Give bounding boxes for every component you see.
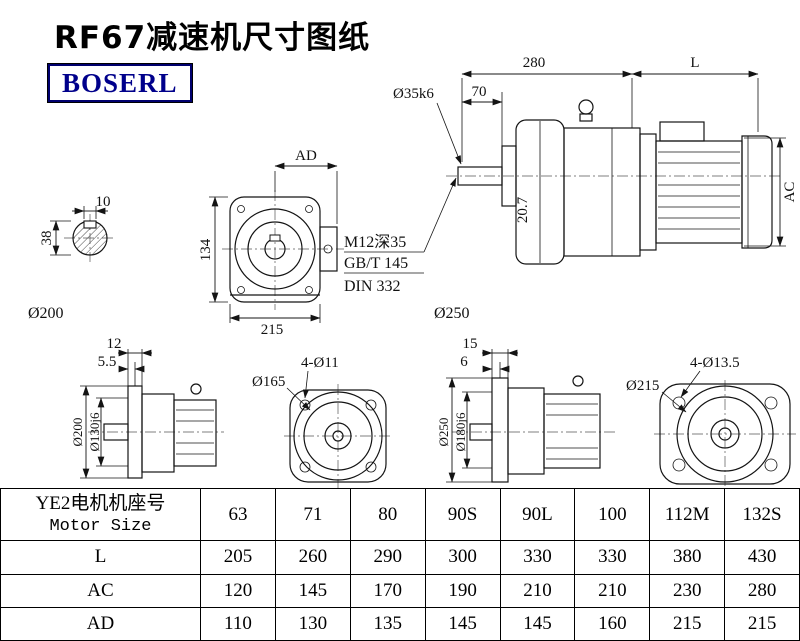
- col-header-63: 63: [200, 487, 276, 542]
- row-label-L: L: [0, 540, 201, 575]
- row-label-AC: AC: [0, 573, 201, 608]
- cell-L-90s: 300: [424, 540, 501, 575]
- thread-note: M12深35: [344, 233, 406, 251]
- dim-label-215: 215: [261, 322, 284, 338]
- side-view: 280 L 70 Ø35k6 20.7 AC M12深35 GB/T 145 D…: [344, 55, 798, 322]
- col-header-90s: 90S: [424, 487, 501, 542]
- cell-AC-90l: 210: [499, 573, 576, 608]
- output-shaft-view-small: 12 5.5 Ø200 Ø130j6: [70, 336, 224, 479]
- dim-label-holes-small: 4-Ø11: [301, 355, 339, 371]
- cell-AC-112m: 230: [649, 573, 726, 608]
- col-header-71: 71: [274, 487, 351, 542]
- dim-label-12: 12: [107, 336, 122, 352]
- dim-label-20-7: 20.7: [515, 196, 531, 223]
- dim-label-6: 6: [460, 354, 468, 370]
- dim-label-outer-dia-large: Ø250: [436, 418, 451, 447]
- cell-AC-100: 210: [574, 573, 651, 608]
- motor-size-header-cn: YE2电机机座号: [35, 492, 166, 514]
- dimension-drawing: 10 38 Ø200 AD: [28, 55, 798, 488]
- cell-AC-132s: 280: [724, 573, 800, 608]
- cell-AD-63: 110: [200, 606, 276, 641]
- cell-L-112m: 380: [649, 540, 726, 575]
- dim-label-pilot-dia-large: Ø180j6: [453, 412, 468, 452]
- page-title: RF67减速机尺寸图纸: [54, 20, 371, 56]
- table-row-AC: AC 120 145 170 190 210 210 230 280: [0, 573, 800, 608]
- table-row-L: L 205 260 290 300 330 330 380 430: [0, 540, 800, 575]
- dim-label-L: L: [690, 55, 699, 71]
- cell-AD-112m: 215: [649, 606, 726, 641]
- dim-label-pilot-dia-small: Ø130j6: [87, 412, 102, 452]
- front-view: AD 134 215: [198, 148, 344, 338]
- cell-AD-80: 135: [349, 606, 426, 641]
- cell-L-71: 260: [274, 540, 351, 575]
- table-row-AD: AD 110 130 135 145 145 160 215 215: [0, 606, 800, 641]
- din-note: DIN 332: [344, 278, 400, 295]
- motor-size-table: YE2电机机座号 Motor Size 63 71 80 90S 90L 100…: [0, 487, 800, 641]
- cell-AD-71: 130: [274, 606, 351, 641]
- dim-label-holes-large: 4-Ø13.5: [690, 355, 740, 371]
- motor-size-header-en: Motor Size: [49, 516, 152, 536]
- cell-L-63: 205: [200, 540, 276, 575]
- dim-label-134: 134: [198, 238, 214, 261]
- cell-L-80: 290: [349, 540, 426, 575]
- flange-view-large: 4-Ø13.5 Ø215: [626, 355, 796, 488]
- col-header-112m: 112M: [649, 487, 726, 542]
- dim-label-key-width: 10: [96, 194, 111, 210]
- cell-L-100: 330: [574, 540, 651, 575]
- dim-label-shaft-dia: Ø35k6: [393, 86, 434, 102]
- dim-label-5-5: 5.5: [98, 354, 117, 370]
- col-header-100: 100: [574, 487, 651, 542]
- col-header-80: 80: [349, 487, 426, 542]
- cell-AC-80: 170: [349, 573, 426, 608]
- boserl-logo: BOSERL: [47, 63, 193, 103]
- col-header-132s: 132S: [724, 487, 800, 542]
- flange-view-small: 4-Ø11 Ø165: [252, 355, 392, 488]
- cell-AC-63: 120: [200, 573, 276, 608]
- cell-AD-90s: 145: [424, 606, 501, 641]
- motor-size-header: YE2电机机座号 Motor Size: [0, 487, 201, 542]
- cell-L-90l: 330: [499, 540, 576, 575]
- cell-AC-71: 145: [274, 573, 351, 608]
- dim-label-AD: AD: [295, 148, 317, 164]
- dim-label-165: Ø165: [252, 374, 285, 390]
- flange-right-label: Ø250: [434, 305, 470, 322]
- standard-note: GB/T 145: [344, 255, 408, 272]
- dim-label-215-dia: Ø215: [626, 378, 659, 394]
- dim-label-280: 280: [523, 55, 546, 71]
- dim-label-70: 70: [472, 84, 487, 100]
- dim-label-15: 15: [463, 336, 478, 352]
- table-header-row: YE2电机机座号 Motor Size 63 71 80 90S 90L 100…: [0, 487, 800, 542]
- output-shaft-view-large: 15 6 Ø250 Ø180j6: [436, 336, 616, 483]
- col-header-90l: 90L: [499, 487, 576, 542]
- dim-label-outer-dia-small: Ø200: [70, 418, 85, 447]
- dim-label-38: 38: [39, 231, 55, 246]
- dim-label-AC: AC: [782, 182, 798, 203]
- flange-left-label: Ø200: [28, 305, 64, 322]
- cell-AD-132s: 215: [724, 606, 800, 641]
- row-label-AD: AD: [0, 606, 201, 641]
- shaft-section-view: 10 38 Ø200: [28, 194, 116, 322]
- cell-AD-90l: 145: [499, 606, 576, 641]
- cell-L-132s: 430: [724, 540, 800, 575]
- cell-AC-90s: 190: [424, 573, 501, 608]
- cell-AD-100: 160: [574, 606, 651, 641]
